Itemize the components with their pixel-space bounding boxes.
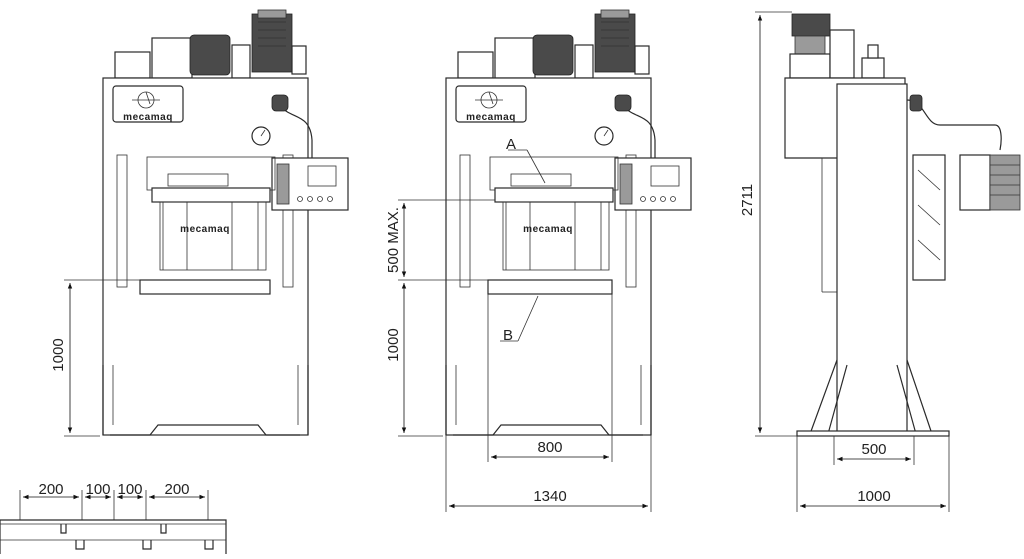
brand-logo-ram-left: mecamaq xyxy=(180,224,230,235)
slot-dimension-3: 100 xyxy=(117,481,142,498)
slot-dimension-2: 100 xyxy=(85,481,110,498)
bolster-table-left xyxy=(139,279,271,295)
press-frame-left xyxy=(102,77,309,436)
slot-dimension-4: 200 xyxy=(164,481,189,498)
front-view-left: mecamaq mecamaq 1000 xyxy=(50,9,349,437)
hydraulic-unit-middle xyxy=(457,9,650,79)
dimension-height-left: 1000 xyxy=(50,338,67,371)
dimension-total-height: 2711 xyxy=(739,184,756,216)
dimension-base-depth: 500 xyxy=(861,441,886,458)
hydraulic-unit-left xyxy=(114,9,307,79)
dimension-overall-depth: 1000 xyxy=(857,488,890,505)
dimension-overall-width: 1340 xyxy=(533,488,566,505)
brand-plate-middle xyxy=(455,85,527,123)
t-slot-detail: 200 100 100 200 xyxy=(0,481,227,554)
dimension-table-width: 800 xyxy=(537,439,562,456)
callout-a: A xyxy=(506,136,516,153)
front-view-middle: mecamaq mecamaq A B 500 MAX. xyxy=(385,9,692,512)
brand-logo-middle: mecamaq xyxy=(466,112,516,123)
safety-guard xyxy=(912,154,946,281)
bolster-table-middle xyxy=(487,279,613,295)
dimension-stroke: 500 MAX. xyxy=(385,207,402,273)
side-column xyxy=(836,83,908,435)
brand-plate-left xyxy=(112,85,184,123)
brand-logo-ram-middle: mecamaq xyxy=(523,224,573,235)
callout-b: B xyxy=(503,327,513,344)
dimension-height-middle: 1000 xyxy=(385,328,402,361)
brand-logo-left: mecamaq xyxy=(123,112,173,123)
press-frame-middle xyxy=(445,77,652,436)
slot-dimension-1: 200 xyxy=(38,481,63,498)
control-panel-side xyxy=(959,154,991,211)
side-view: 2711 500 1000 xyxy=(739,11,1021,512)
